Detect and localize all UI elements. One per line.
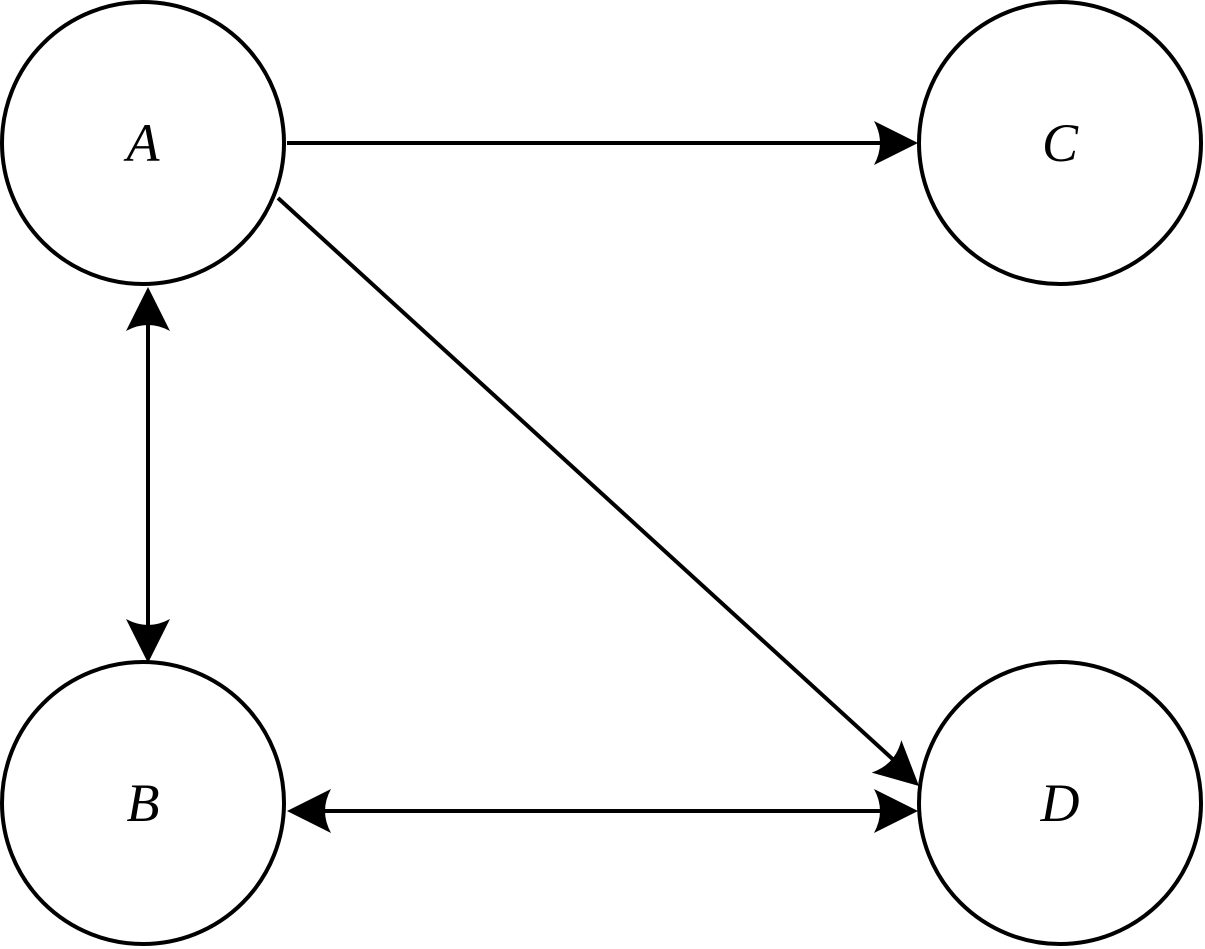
arrowhead-at-a [126,287,170,331]
arrowhead-at-d-diagonal [871,740,919,786]
node-b: B [0,660,286,946]
node-b-circle [0,660,286,946]
edge-b-to-d [287,789,918,833]
node-c-label: C [1042,113,1079,173]
node-b-label: B [127,773,160,833]
edge-a-to-c [287,121,918,165]
node-d-label: D [1040,773,1080,833]
edge-a-d-line [276,196,900,766]
arrowhead-at-d-horizontal [874,789,918,833]
node-c: C [917,0,1203,286]
arrowhead-at-b-horizontal [287,789,331,833]
node-a-circle [0,0,286,286]
node-a: A [0,0,286,286]
edge-a-to-b [126,287,170,663]
arrowhead-at-c [874,121,918,165]
node-d-circle [917,660,1203,946]
node-a-label: A [124,113,161,173]
arrowhead-at-b [126,619,170,663]
edges [126,121,919,833]
node-c-circle [917,0,1203,286]
edge-a-to-d [276,196,919,786]
node-d: D [917,660,1203,946]
